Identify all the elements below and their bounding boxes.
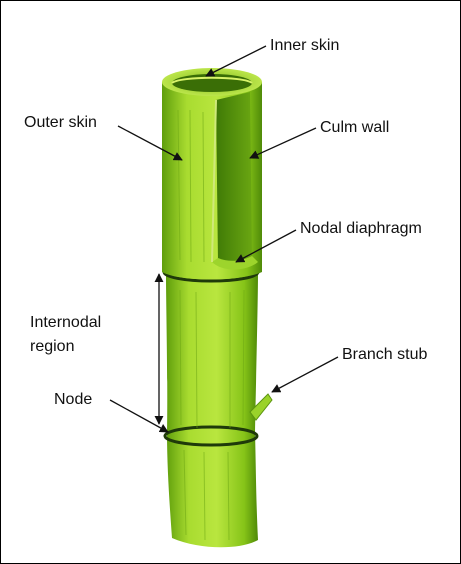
culm-wall-cut: [216, 92, 252, 262]
label-outer-skin: Outer skin: [24, 114, 97, 132]
label-node: Node: [54, 391, 92, 409]
leader-branch-stub: [272, 357, 338, 392]
label-culm-wall: Culm wall: [320, 119, 389, 137]
label-inner-skin: Inner skin: [270, 37, 339, 55]
label-internodal-region-line1: Internodal: [30, 314, 101, 332]
label-internodal-region-line2: region: [30, 338, 74, 356]
culm-inner-opening: [172, 74, 252, 92]
label-branch-stub: Branch stub: [342, 346, 427, 364]
label-nodal-diaphragm: Nodal diaphragm: [300, 220, 422, 238]
